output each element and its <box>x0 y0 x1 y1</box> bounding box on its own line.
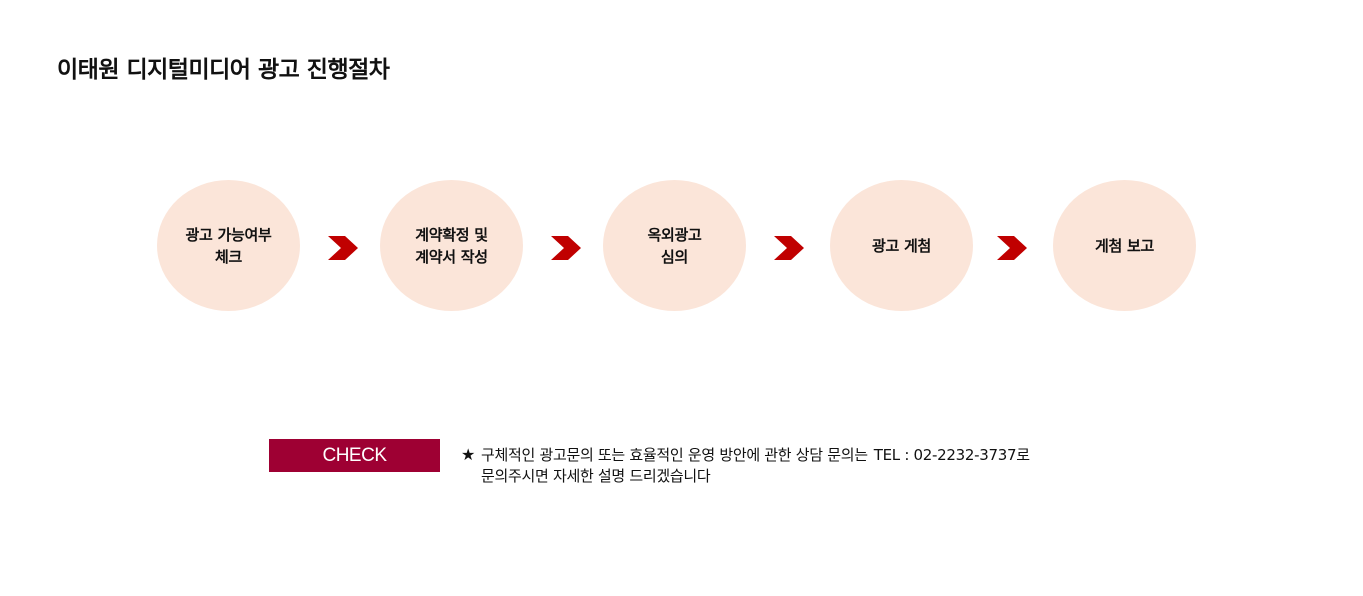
step-5-circle: 게첨 보고 <box>1053 180 1196 311</box>
arrow-icon-shape <box>997 236 1027 260</box>
step-5-label: 게첨 보고 <box>1095 236 1154 255</box>
check-badge: CHECK <box>269 439 440 472</box>
step-3-label: 옥외광고 심의 <box>647 225 702 266</box>
arrow-icon-shape <box>551 236 581 260</box>
page-title: 이태원 디지털미디어 광고 진행절차 <box>57 57 390 83</box>
star-icon: ★ <box>461 445 476 464</box>
arrow-icon <box>997 236 1027 260</box>
step-1-label: 광고 가능여부 체크 <box>185 225 272 266</box>
notice-line-2: 문의주시면 자세한 설명 드리겠습니다 <box>481 467 711 485</box>
arrow-icon <box>774 236 804 260</box>
notice-text-1: 구체적인 광고문의 또는 효율적인 운영 방안에 관한 상담 문의는 <box>481 446 868 464</box>
step-2-circle: 계약확정 및 계약서 작성 <box>380 180 523 311</box>
phone-number: TEL : 02-2232-3737로 <box>873 446 1030 464</box>
step-1-circle: 광고 가능여부 체크 <box>157 180 300 311</box>
check-badge-label: CHECK <box>322 444 387 466</box>
step-3-circle: 옥외광고 심의 <box>603 180 746 311</box>
contact-notice: ★ 구체적인 광고문의 또는 효율적인 운영 방안에 관한 상담 문의는 TEL :… <box>461 444 1030 487</box>
arrow-icon <box>551 236 581 260</box>
arrow-icon-shape <box>774 236 804 260</box>
step-2-label: 계약확정 및 계약서 작성 <box>415 225 488 266</box>
arrow-icon <box>328 236 358 260</box>
step-4-label: 광고 게첨 <box>872 236 931 255</box>
step-4-circle: 광고 게첨 <box>830 180 973 311</box>
notice-line-1: ★ 구체적인 광고문의 또는 효율적인 운영 방안에 관한 상담 문의는 TEL :… <box>461 444 1030 466</box>
arrow-icon-shape <box>328 236 358 260</box>
